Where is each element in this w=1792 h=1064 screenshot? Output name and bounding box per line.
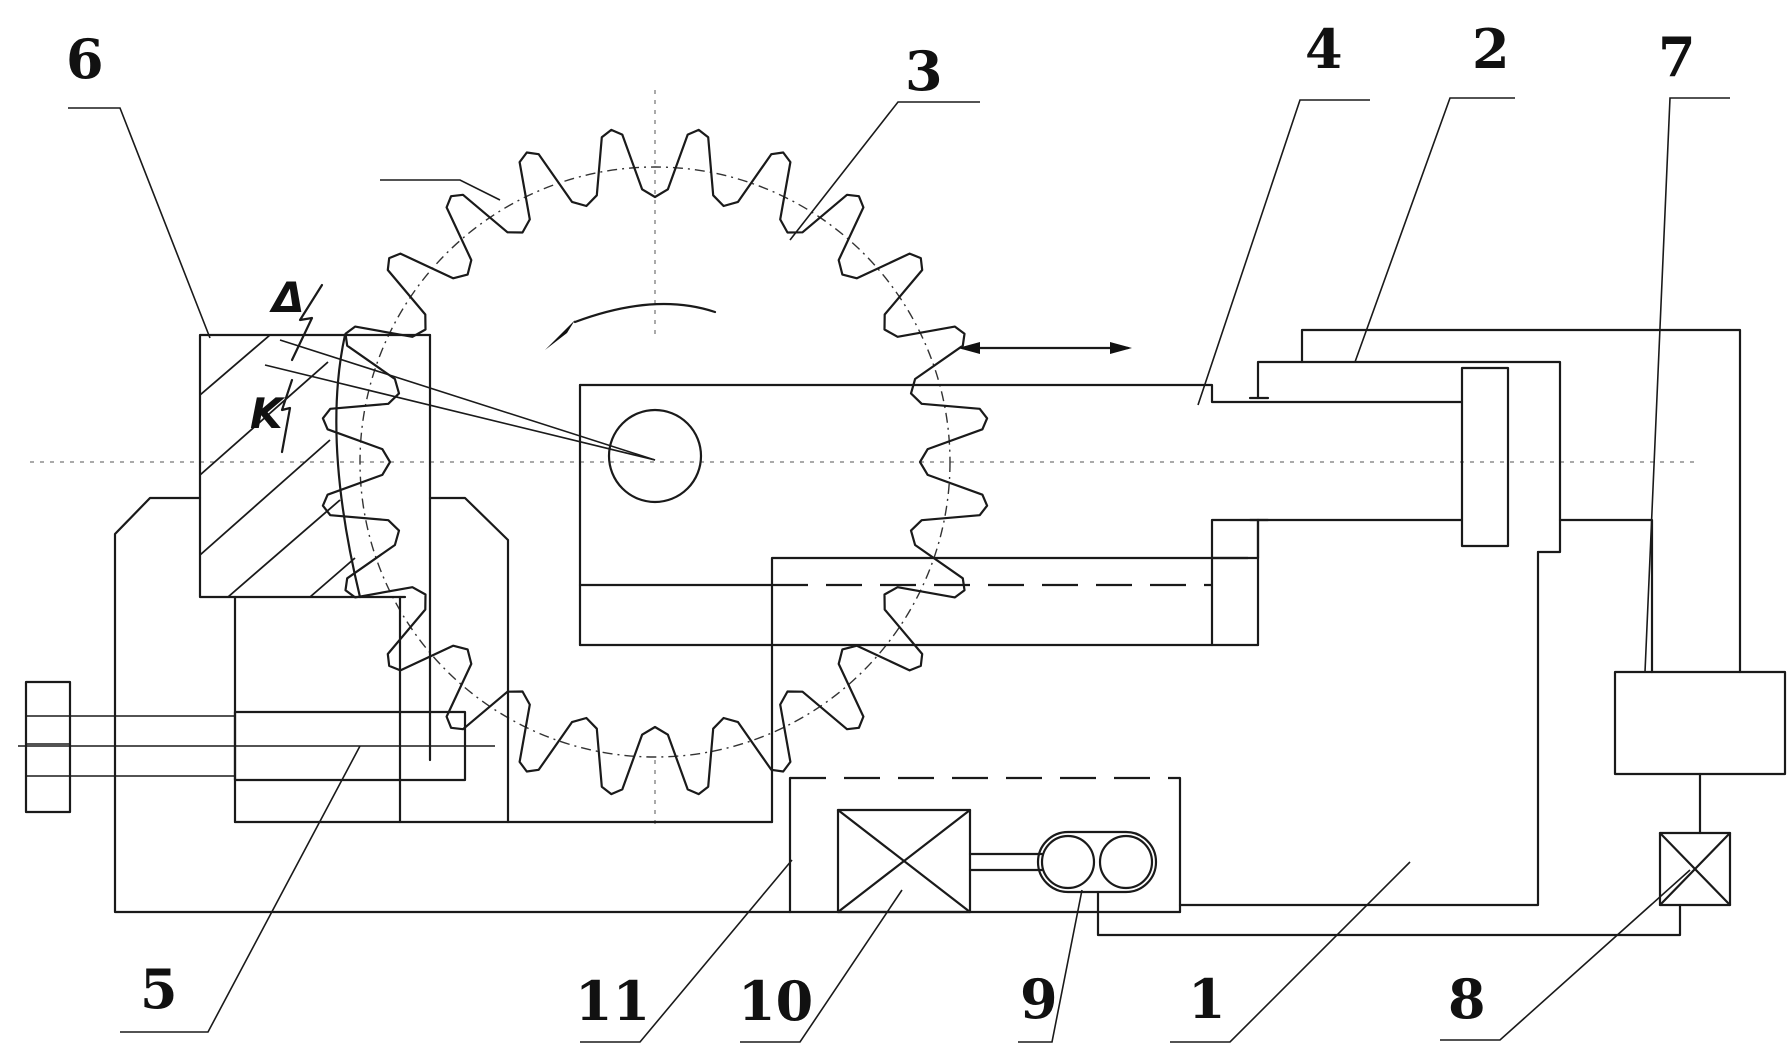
gear-pitch-circle bbox=[359, 166, 951, 758]
label-1: 1 bbox=[1188, 967, 1226, 1031]
base-frame-1 bbox=[1178, 550, 1540, 907]
label-5: 5 bbox=[140, 957, 178, 1021]
gear-3 bbox=[321, 128, 989, 796]
valve-8 bbox=[1658, 831, 1732, 907]
cylinder-2 bbox=[1300, 328, 1742, 674]
k-arrow bbox=[280, 378, 294, 454]
label-7: 7 bbox=[1658, 25, 1696, 89]
controller-7 bbox=[1613, 670, 1787, 776]
label-6: 6 bbox=[66, 27, 104, 91]
delta-arrow bbox=[290, 283, 324, 362]
rotation-arrowhead bbox=[545, 320, 575, 350]
label-9: 9 bbox=[1020, 967, 1058, 1031]
pointer-line-upper bbox=[279, 339, 656, 461]
controller-line bbox=[1558, 518, 1654, 674]
pump-9 bbox=[1036, 830, 1682, 937]
k-symbol: K bbox=[250, 389, 286, 438]
label-3: 3 bbox=[905, 39, 943, 103]
label-10: 10 bbox=[738, 969, 813, 1033]
carriage-4 bbox=[578, 360, 1562, 824]
label-2: 2 bbox=[1472, 17, 1510, 81]
leader-lines bbox=[68, 97, 1730, 1043]
pointer-line-lower bbox=[264, 364, 656, 461]
slide-arrow-right bbox=[1110, 342, 1132, 354]
delta-symbol: Δ bbox=[269, 273, 305, 322]
label-11: 11 bbox=[575, 969, 650, 1033]
label-8: 8 bbox=[1448, 967, 1486, 1031]
wedge-block-6 bbox=[113, 333, 792, 914]
motor-10 bbox=[836, 808, 1044, 914]
rotation-arc bbox=[573, 302, 717, 324]
slide-arrow-left bbox=[958, 342, 980, 354]
label-4: 4 bbox=[1305, 17, 1343, 81]
adjusting-screw-5 bbox=[18, 680, 495, 814]
